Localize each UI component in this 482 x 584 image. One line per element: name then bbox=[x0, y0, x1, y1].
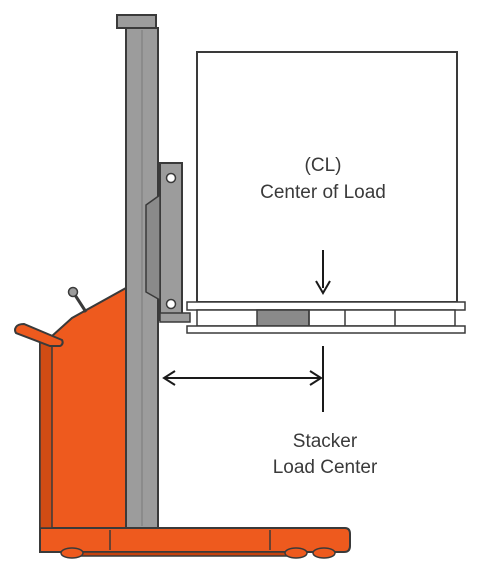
carriage-plate bbox=[145, 193, 161, 302]
fork-tine bbox=[159, 312, 191, 323]
load-box bbox=[196, 51, 458, 303]
stacker-body bbox=[14, 286, 127, 529]
rear-wheel bbox=[60, 547, 84, 559]
carriage-roller-top bbox=[165, 172, 177, 184]
base-plate bbox=[39, 527, 351, 553]
carriage bbox=[145, 162, 183, 321]
carriage-roller-bottom bbox=[165, 298, 177, 310]
pallet bbox=[159, 301, 466, 334]
cl-label-line2: Center of Load bbox=[260, 182, 386, 203]
stacker-label-line1: Stacker bbox=[293, 431, 358, 452]
body-side-panel bbox=[39, 334, 53, 529]
load-center-dimension-arrow bbox=[162, 370, 323, 386]
stacker-base bbox=[39, 527, 351, 559]
pallet-bottom-deck bbox=[186, 325, 466, 334]
front-wheel-1 bbox=[284, 547, 308, 559]
lever-knob bbox=[67, 286, 79, 298]
mast-cap bbox=[116, 14, 157, 29]
pallet-block-dark bbox=[256, 309, 310, 327]
control-lever bbox=[73, 294, 88, 313]
body-housing bbox=[39, 286, 127, 529]
cl-label-line1: (CL) bbox=[305, 155, 342, 176]
handle bbox=[14, 322, 64, 347]
base-lip bbox=[67, 551, 301, 557]
front-wheel-2 bbox=[312, 547, 336, 559]
carriage-frame bbox=[159, 162, 183, 321]
pallet-top-deck bbox=[186, 301, 466, 311]
pallet-stringers bbox=[196, 309, 456, 327]
stacker-label-line2: Load Center bbox=[273, 457, 378, 478]
cl-down-arrow bbox=[315, 250, 331, 295]
